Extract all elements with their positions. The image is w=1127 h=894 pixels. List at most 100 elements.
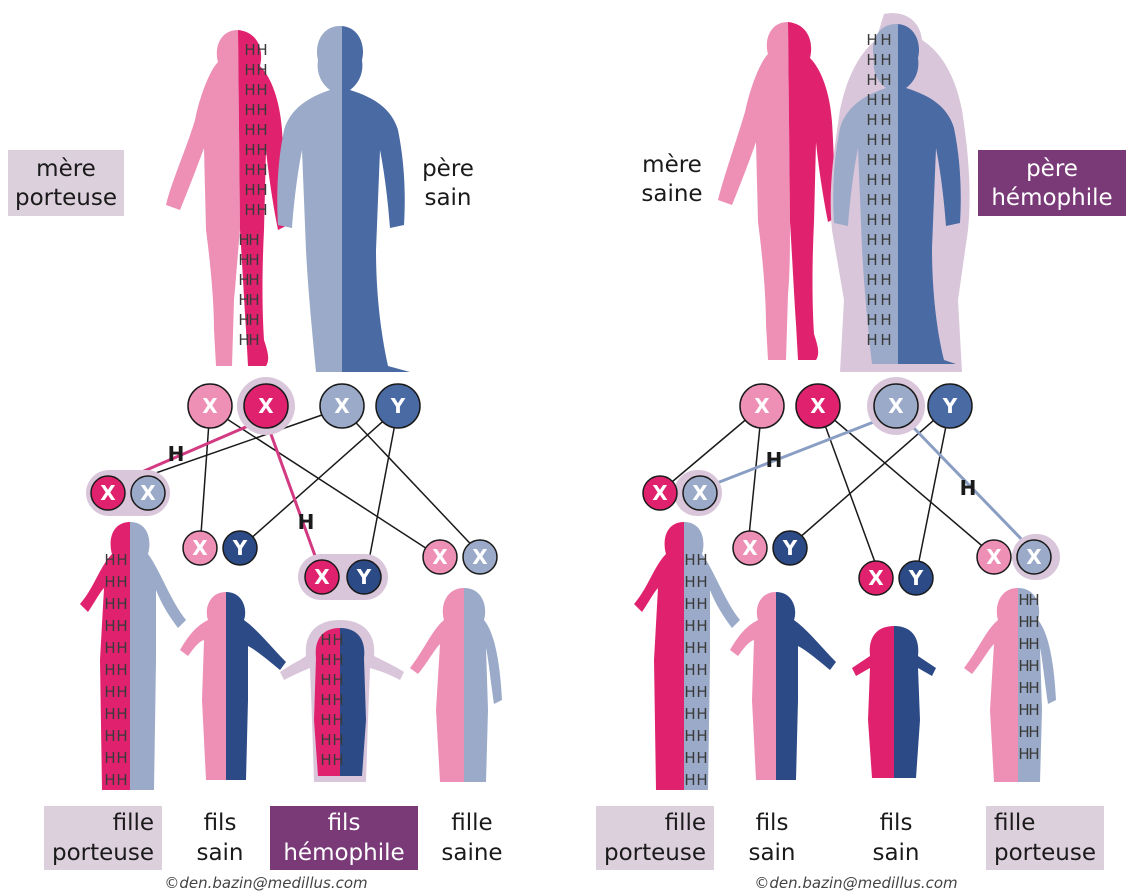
allele-h-glyph: H [1018,701,1029,719]
left-child2-label: fils sain [196,810,243,866]
left-child1-label-line1: fille [113,810,154,836]
allele-h-glyph: H [256,181,267,199]
allele-h-glyph: H [256,81,267,99]
allele-h-glyph: H [104,573,115,591]
allele-h-glyph: H [238,271,249,289]
allele-h-glyph: H [880,111,891,129]
svg-text:Y: Y [356,565,372,589]
left-child3-figure [280,620,404,782]
svg-text:X: X [432,545,448,569]
right-chrom-mother-2: X [795,383,841,429]
allele-h-glyph: H [116,639,127,657]
allele-h-glyph: H [104,661,115,679]
allele-h-glyph: H [116,749,127,767]
allele-h-glyph: H [866,151,877,169]
allele-h-glyph: H [248,311,259,329]
svg-text:X: X [100,481,116,505]
allele-h-glyph: H [684,639,695,657]
allele-h-glyph: H [866,251,877,269]
left-child1-chrom-1: X [90,475,126,511]
left-parent-chromosomes: X X X Y [187,377,421,435]
allele-h-glyph: H [104,551,115,569]
allele-h-glyph: H [116,705,127,723]
allele-h-glyph: H [696,705,707,723]
left-child2-chrom-2: Y [222,530,258,566]
svg-text:Y: Y [390,394,406,418]
allele-h-glyph: H [116,683,127,701]
left-child1-label-line2: porteuse [52,840,154,866]
allele-h-glyph: H [238,311,249,329]
allele-h-glyph: H [1028,723,1039,741]
right-child1-label: fille porteuse [596,806,714,870]
right-child2-label-line2: sain [748,840,795,866]
allele-h-glyph: H [332,691,343,709]
left-mother-label-line2: porteuse [15,185,117,211]
allele-h-glyph: H [248,251,259,269]
right-child4-chrom-2: X [1016,539,1052,575]
allele-h-glyph: H [244,81,255,99]
allele-h-glyph: H [880,331,891,349]
right-child3-label: fils sain [872,810,919,866]
left-children-chromosomes: X X X Y X Y [86,470,498,600]
allele-h-glyph: H [320,711,331,729]
right-child1-chrom-2: X [682,475,718,511]
allele-h-glyph: H [696,749,707,767]
left-child1-figure [80,522,186,790]
allele-h-glyph: H [116,617,127,635]
right-child4-figure [964,588,1056,782]
left-chrom-father-2: Y [375,383,421,429]
allele-h-glyph: H [256,101,267,119]
allele-h-glyph: H [866,31,877,49]
allele-h-glyph: H [320,651,331,669]
allele-h-glyph: H [880,271,891,289]
right-father-label-line2: hémophile [991,185,1112,211]
allele-h-glyph: H [332,671,343,689]
right-child2-label: fils sain [748,810,795,866]
svg-text:X: X [202,394,218,418]
allele-h-glyph: H [696,639,707,657]
allele-h-glyph: H [104,749,115,767]
svg-text:X: X [810,394,826,418]
allele-h-glyph: H [104,639,115,657]
allele-h-glyph: H [684,771,695,789]
right-father-figure [830,13,970,372]
allele-h-glyph: H [880,191,891,209]
allele-h-glyph: H [238,331,249,349]
left-father-label-line2: sain [424,185,471,211]
allele-h-glyph: H [880,171,891,189]
right-child1-figure [634,522,740,790]
allele-h-glyph: H [238,291,249,309]
allele-h-glyph: H [866,191,877,209]
right-chrom-father-2: Y [927,383,973,429]
svg-text:X: X [986,545,1002,569]
right-parent-chromosomes: X X X Y [739,377,973,435]
allele-h-glyph: H [320,731,331,749]
allele-h-glyph: H [1018,591,1029,609]
svg-text:X: X [258,394,274,418]
right-child4-chrom-1: X [976,539,1012,575]
allele-h-glyph: H [696,551,707,569]
allele-h-glyph: H [684,683,695,701]
allele-h-glyph: H [104,683,115,701]
allele-h-glyph: H [866,291,877,309]
allele-h-glyph: H [320,751,331,769]
right-father-label-line1: père [1026,156,1078,182]
allele-h-glyph: H [238,251,249,269]
right-mother-label-line1: mère [642,152,702,178]
svg-text:Y: Y [232,536,248,560]
svg-text:Y: Y [908,566,924,590]
allele-h-glyph: H [332,731,343,749]
allele-h-glyph: H [880,71,891,89]
allele-h-glyph: H [244,181,255,199]
allele-h-glyph: H [1028,745,1039,763]
allele-h-glyph: H [866,111,877,129]
allele-h-glyph: H [696,595,707,613]
allele-h-glyph: H [880,31,891,49]
allele-h-glyph: H [104,617,115,635]
